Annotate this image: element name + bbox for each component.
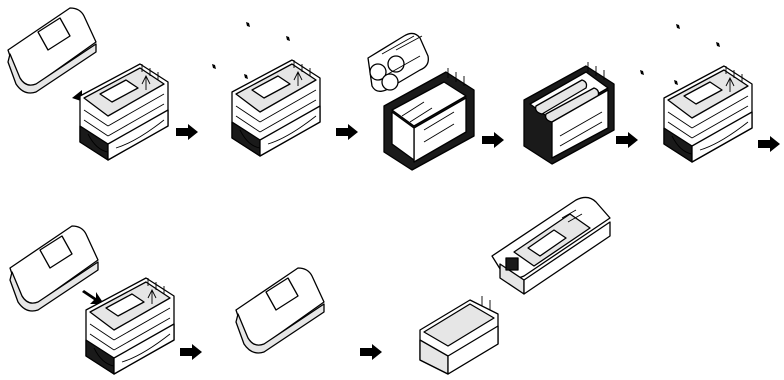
step-arrow-3 [482,132,504,148]
back-cover [8,8,96,93]
screw-icon [674,80,678,85]
step-5-reinstall-screws [640,24,752,162]
step-arrow-4 [616,132,638,148]
step-7-assembled-pack [236,268,324,353]
battery-pack [664,66,752,162]
loaded-battery-case [524,62,614,164]
screw-icon [286,36,290,41]
step-arrow-2 [336,124,358,140]
back-cover [10,226,98,311]
assembled-battery-pack [236,268,324,353]
screw-icon [640,70,644,75]
screw-icon [246,22,250,27]
battery-pack [80,64,168,160]
step-arrow-1 [176,124,198,140]
step-2-remove-screws [212,22,320,156]
step-arrow-7 [360,344,382,360]
step-arrow-6 [180,344,202,360]
aa-battery-bundle [368,33,428,91]
step-3-insert-batteries [368,33,474,170]
step-4-batteries-installed [524,62,614,164]
screw-icon [716,42,720,47]
screw-icon [676,24,680,29]
step-6-attach-cover [10,226,174,374]
step-arrow-5 [758,136,780,152]
battery-pack-to-attach [420,296,498,374]
screw-icon [244,74,248,79]
screw-icon [212,64,216,69]
step-8-attach-to-radio [420,197,610,374]
step-1-remove-cover [8,8,168,160]
radio-unit [492,197,610,294]
battery-pack [86,278,174,374]
